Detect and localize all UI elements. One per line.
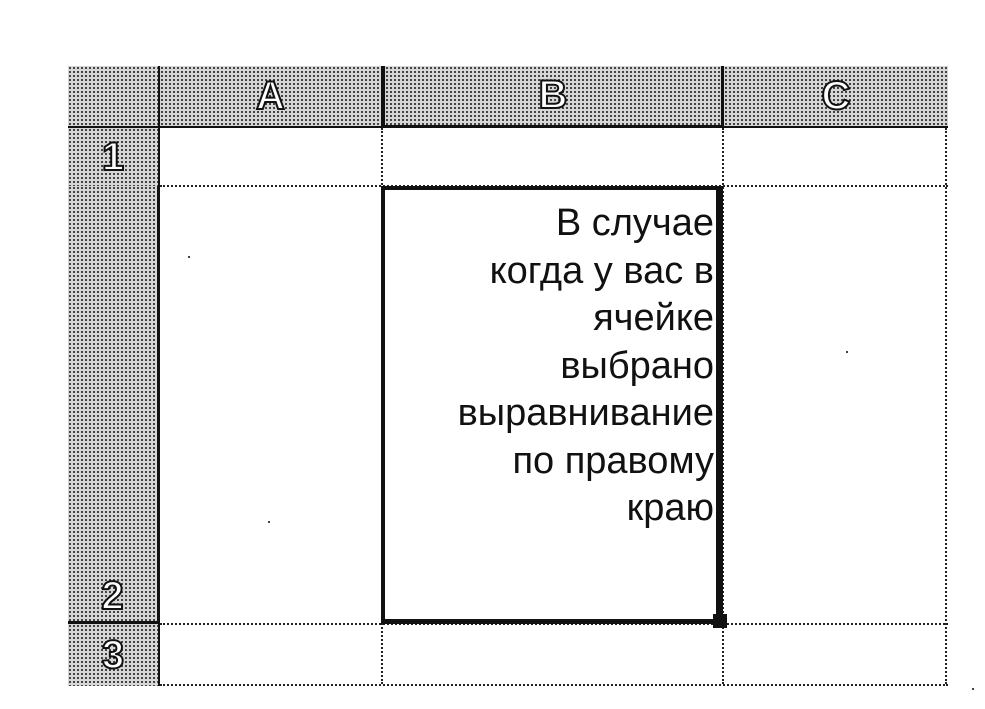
cell-c1[interactable] [724,128,945,185]
cell-b2-text: В случае когда у вас в ячейке выбрано вы… [458,200,716,533]
cell-text-line: выравнивание [457,392,714,434]
cell-text-line: когда у вас в [489,249,714,292]
cell-b3[interactable] [383,625,722,684]
cell-text-line: краю [626,487,714,529]
row-header-3[interactable]: 3 [68,624,160,686]
cell-c2[interactable] [724,187,945,623]
spreadsheet-grid: A B C 1 2 3 В случае когда у вас в ячейк… [68,66,948,686]
cell-text-line: по правому [512,439,714,482]
scan-speck [268,521,270,523]
column-header-a[interactable]: A [160,66,382,128]
cell-a2[interactable] [163,187,381,623]
cell-b2-selected[interactable]: В случае когда у вас в ячейке выбрано вы… [381,186,723,624]
row-header-2[interactable]: 2 [68,186,160,624]
cell-a3[interactable] [160,625,381,684]
cell-c3[interactable] [724,625,945,684]
scan-speck [188,256,190,258]
cell-text-line: выбрано [560,344,714,387]
gridline-row-2-bottom [160,623,948,625]
fill-handle[interactable] [713,614,727,628]
cell-text-line: ячейке [593,297,714,339]
column-header-c[interactable]: C [724,66,948,128]
cell-b1[interactable] [383,128,722,185]
gridline-col-c-right [945,128,947,684]
gridline-col-b-right [722,128,724,684]
row-header-1[interactable]: 1 [68,128,160,186]
gridline-row-3-bottom [160,684,948,686]
scan-speck [972,688,974,690]
select-all-corner[interactable] [68,66,160,128]
column-header-b[interactable]: B [382,66,724,128]
cell-a1[interactable] [160,128,381,185]
cell-text-line: В случае [555,202,714,244]
scan-speck [846,351,848,353]
